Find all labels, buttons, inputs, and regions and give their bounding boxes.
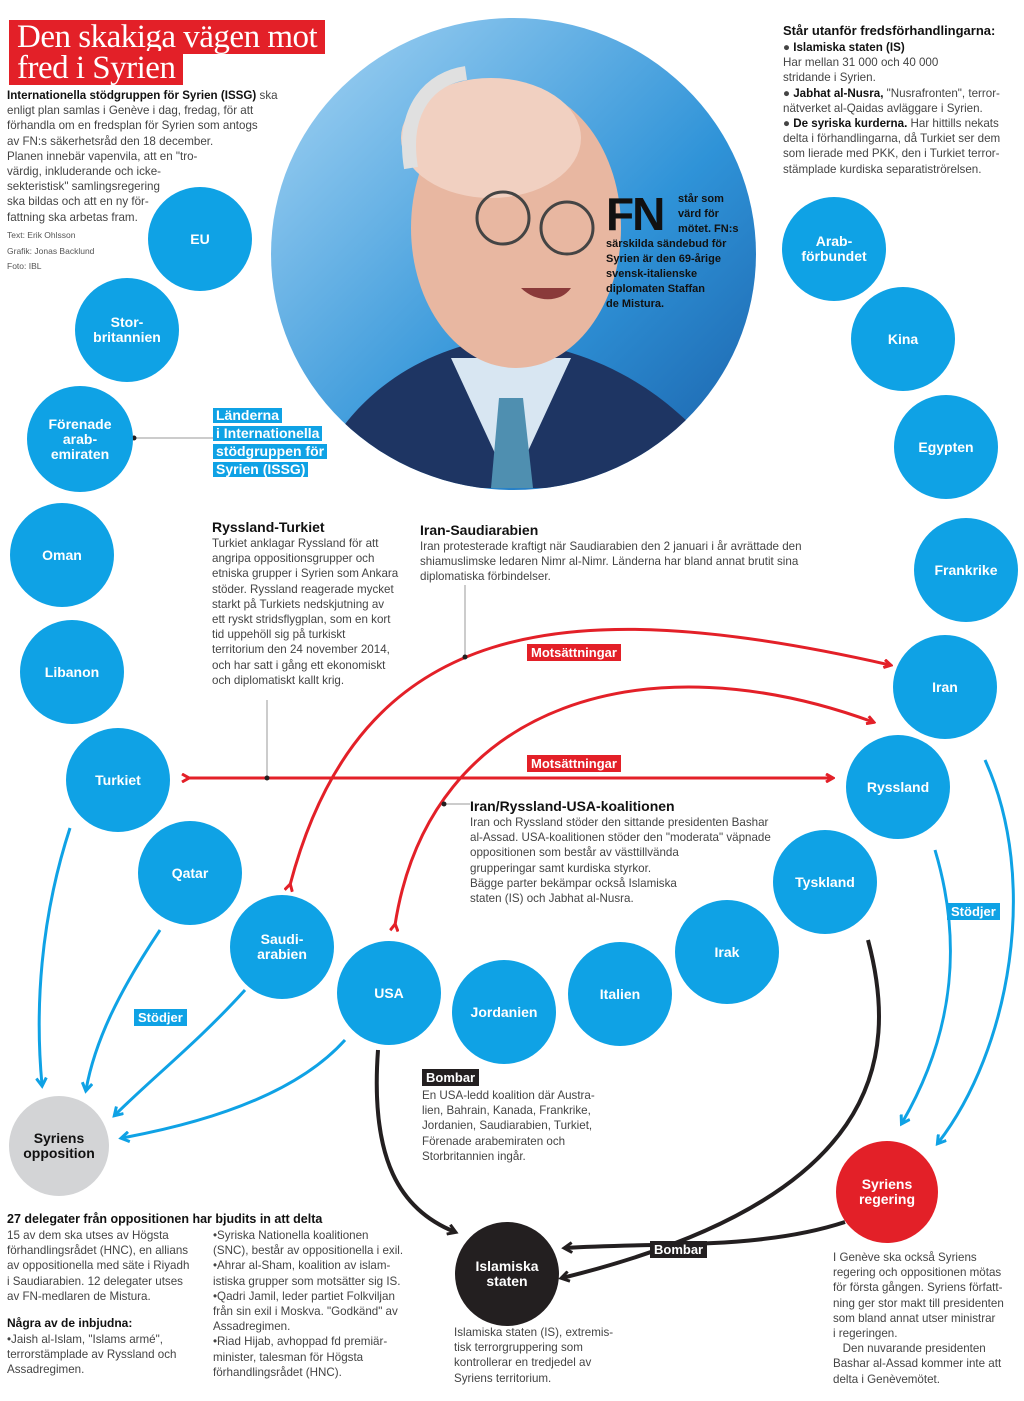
country-saudiarabien: Saudi-arabien (230, 895, 334, 999)
country-italien: Italien (568, 942, 672, 1046)
relation-ryssland-turkiet: Ryssland-Turkiet Turkiet anklagar Ryssla… (212, 519, 399, 687)
portrait-photo (271, 18, 756, 490)
arrow-stod-turkiet (39, 827, 72, 1085)
tag-motsattningar-1: Motsättningar (527, 644, 621, 661)
intro-text: Internationella stödgruppen för Syrien (… (7, 89, 278, 224)
country-egypten: Egypten (894, 395, 998, 499)
relation-iran-saudiarabien: Iran-Saudiarabien Iran protesterade kraf… (420, 522, 802, 584)
country-turkiet: Turkiet (66, 728, 170, 832)
issg-label: Länderna i Internationella stödgruppen f… (213, 407, 333, 479)
geneve-text: I Genève ska också Syriens regering och … (833, 1251, 1004, 1386)
arrow-stod-iran (938, 759, 1015, 1143)
country-iran: Iran (893, 635, 997, 739)
country-irak: Irak (675, 900, 779, 1004)
tag-motsattningar-2: Motsättningar (527, 755, 621, 772)
country-libanon: Libanon (20, 620, 124, 724)
arrow-iran-saudi (290, 627, 890, 885)
tag-bombar-1: Bombar (422, 1069, 480, 1086)
relation-koalitionen: Iran/Ryssland-USA-koalitionen Iran och R… (470, 798, 771, 906)
portrait-illustration (311, 66, 741, 488)
outside-heading: Står utanför fredsförhandlingarna: (783, 23, 996, 38)
fn-heading: FN (606, 188, 665, 240)
country-frankrike: Frankrike (914, 518, 1018, 622)
arrow-stod-usa (122, 1038, 347, 1138)
country-jordanien: Jordanien (452, 960, 556, 1064)
outside-box: Står utanför fredsförhandlingarna: ● Isl… (783, 22, 1023, 177)
tag-stodjer-right: Stödjer (947, 903, 1000, 920)
tag-bombar-2: Bombar (650, 1241, 708, 1258)
delegates-right: •Syriska Nationella koalitionen (SNC), b… (213, 1229, 404, 1379)
arrow-bomb-usa (374, 1049, 455, 1232)
arrow-stod-qatar (86, 929, 162, 1090)
delegates-box: 27 delegater från oppositionen har bjudi… (7, 1212, 323, 1226)
tag-stodjer-left: Stödjer (134, 1009, 187, 1026)
country-storbritannien: Stor-britannien (75, 278, 179, 382)
country-eu: EU (148, 187, 252, 291)
arrow-stod-ryssland (902, 849, 952, 1123)
arrow-koalition (395, 685, 873, 925)
bombar-text: En USA-ledd koalition där Austra- lien, … (422, 1089, 595, 1163)
delegates-left: 15 av dem ska utses av Högsta förhandlin… (7, 1229, 190, 1377)
title-line-1: Den skakiga vägen mot (9, 20, 326, 54)
country-oman: Oman (10, 503, 114, 607)
country-arabforbundet: Arab-förbundet (782, 197, 886, 301)
arrow-stod-saudi (115, 988, 247, 1115)
country-tyskland: Tyskland (773, 830, 877, 934)
credits: Text: Erik Ohlsson Grafik: Jonas Backlun… (7, 230, 95, 271)
title-line-2: fred i Syrien (9, 51, 184, 85)
fn-box: FN står som värd för mötet. FN:s särskil… (606, 188, 739, 310)
is-text: Islamiska staten (IS), extremis- tisk te… (454, 1326, 614, 1385)
arrow-bomb-regering (565, 1220, 846, 1248)
country-usa: USA (337, 941, 441, 1045)
country-qatar: Qatar (138, 821, 242, 925)
country-ryssland: Ryssland (846, 735, 950, 839)
country-kina: Kina (851, 287, 955, 391)
